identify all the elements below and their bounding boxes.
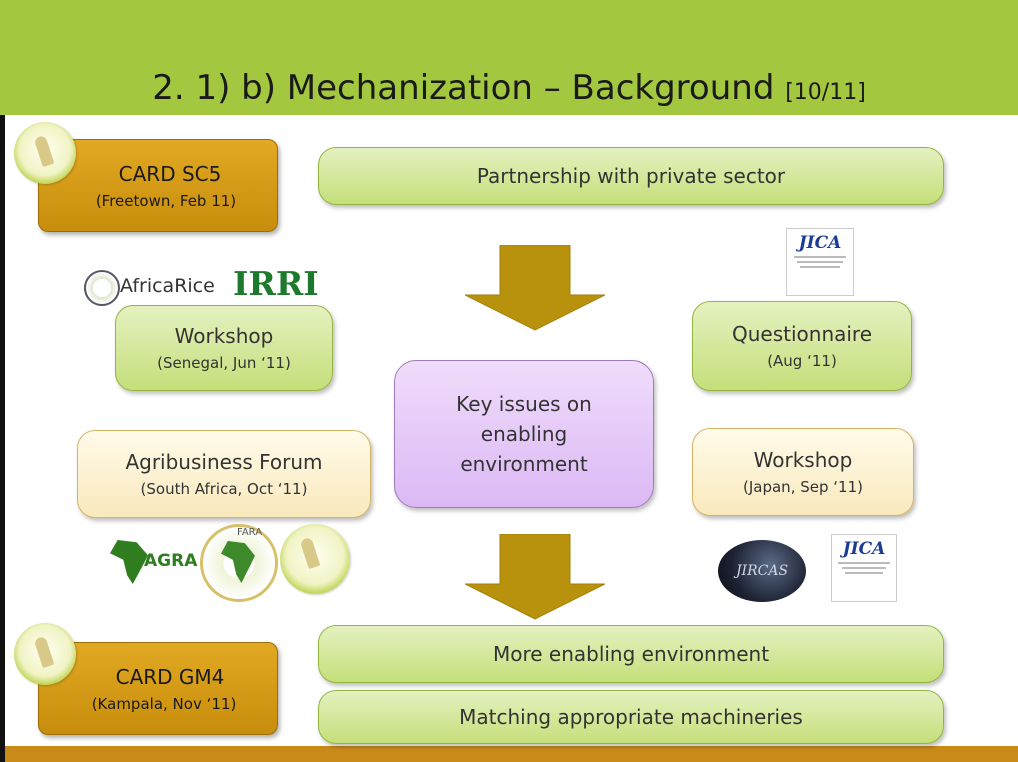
left-edge-bar (0, 115, 5, 762)
agribusiness-forum-box: Agribusiness Forum (South Africa, Oct ‘1… (77, 430, 371, 518)
africa-map-icon (110, 540, 148, 584)
slide-title-text: 2. 1) b) Mechanization – Background (152, 68, 786, 108)
card-sc5-title: CARD SC5 (118, 161, 222, 186)
slide-page-ref: [10/11] (785, 80, 866, 105)
card-sc5-subtitle: (Freetown, Feb 11) (95, 191, 237, 210)
jica-logo-text-bottom: JICA (842, 539, 886, 559)
card-gm4-box: CARD GM4 (Kampala, Nov ‘11) (38, 642, 278, 735)
partnership-box: Partnership with private sector (318, 147, 944, 205)
down-arrow-icon-top (465, 245, 605, 331)
partnership-label: Partnership with private sector (476, 164, 786, 188)
key-issues-line1: Key issues on (456, 392, 592, 416)
workshop-japan-title: Workshop (753, 448, 853, 472)
card-gm4-subtitle: (Kampala, Nov ‘11) (91, 694, 237, 713)
questionnaire-box: Questionnaire (Aug ‘11) (692, 301, 912, 391)
key-issues-line2: enabling (480, 422, 568, 446)
more-enabling-label: More enabling environment (492, 642, 770, 666)
jircas-logo-text: JIRCAS (735, 563, 789, 579)
workshop-japan-subtitle: (Japan, Sep ‘11) (743, 478, 863, 496)
questionnaire-subtitle: (Aug ‘11) (767, 352, 837, 370)
africarice-logo-text: AfricaRice (120, 275, 215, 297)
slide-title: 2. 1) b) Mechanization – Background [10/… (0, 68, 1018, 108)
card-sc5-box: CARD SC5 (Freetown, Feb 11) (38, 139, 278, 232)
fara-logo-text: FARA (237, 527, 263, 538)
workshop-senegal-subtitle: (Senegal, Jun ‘11) (157, 354, 291, 372)
matching-label: Matching appropriate machineries (459, 705, 803, 729)
title-bar (0, 0, 1018, 115)
workshop-japan-box: Workshop (Japan, Sep ‘11) (692, 428, 914, 516)
key-issues-box: Key issues on enabling environment (394, 360, 654, 508)
fara-logo-icon: FARA (200, 524, 278, 602)
card-logo-icon-small (280, 524, 350, 594)
workshop-senegal-box: Workshop (Senegal, Jun ‘11) (115, 305, 333, 391)
jica-logo-icon-top: JICA (786, 228, 854, 296)
matching-box: Matching appropriate machineries (318, 690, 944, 744)
card-logo-icon-bottom (14, 623, 76, 685)
footer-bar (5, 746, 1018, 762)
key-issues-line3: environment (460, 452, 588, 476)
questionnaire-title: Questionnaire (731, 322, 873, 346)
fara-africa-icon (221, 541, 255, 583)
agribusiness-forum-subtitle: (South Africa, Oct ‘11) (140, 480, 308, 498)
irri-logo-text: IRRI (233, 264, 319, 303)
jircas-logo-icon: JIRCAS (718, 540, 806, 602)
agribusiness-forum-title: Agribusiness Forum (125, 450, 323, 474)
agra-logo-text: AGRA (144, 551, 198, 571)
africarice-logo-icon (84, 270, 120, 306)
down-arrow-icon-bottom (465, 534, 605, 620)
workshop-senegal-title: Workshop (174, 324, 274, 348)
card-logo-icon (14, 122, 76, 184)
jica-logo-text-top: JICA (798, 233, 842, 253)
more-enabling-box: More enabling environment (318, 625, 944, 683)
jica-logo-icon-bottom: JICA (831, 534, 897, 602)
card-gm4-title: CARD GM4 (115, 664, 225, 689)
